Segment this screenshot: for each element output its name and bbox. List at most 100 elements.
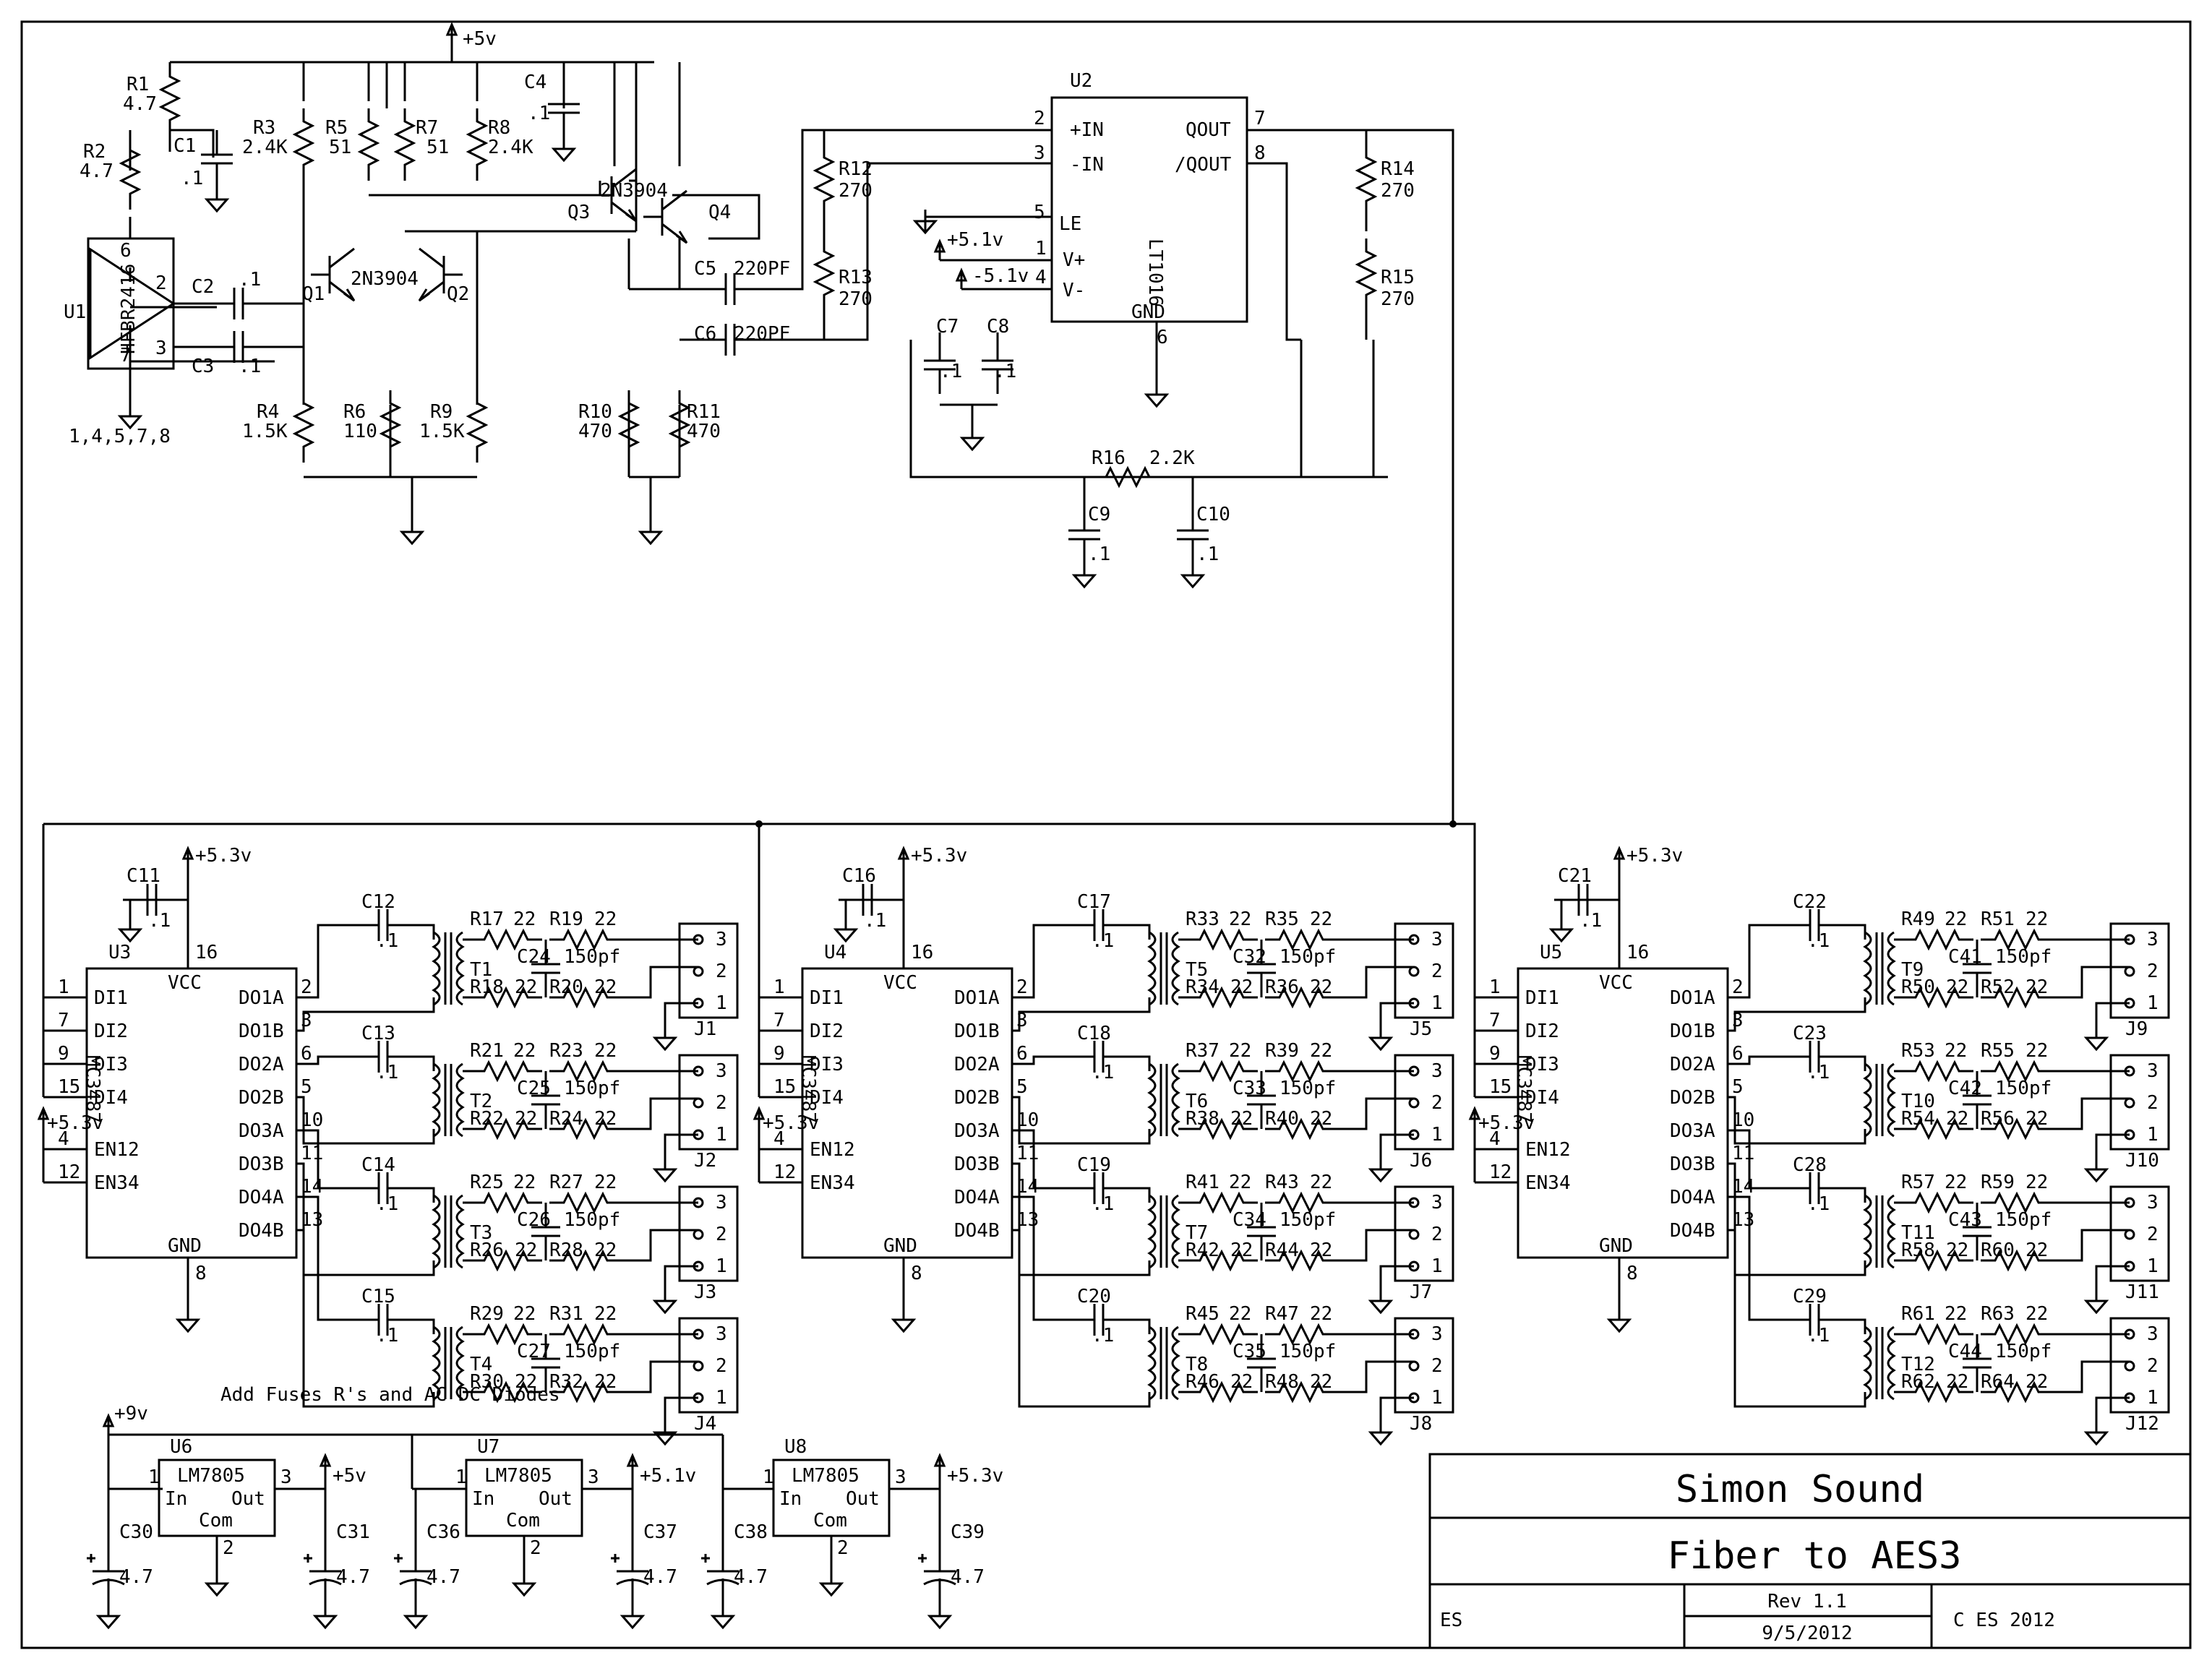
resistor-ref: R63 — [1981, 1303, 2015, 1325]
transformer-ref: T5 — [1186, 959, 1208, 981]
svg-text:270: 270 — [839, 180, 873, 202]
resistor-val: 22 — [2025, 1303, 2048, 1325]
jack-pin: 2 — [716, 1355, 727, 1377]
regulator-part: LM7805 — [792, 1465, 859, 1487]
pin-com: Com — [199, 1510, 233, 1532]
pin-num: 11 — [1732, 1143, 1754, 1164]
cap-val: 4.7 — [119, 1566, 153, 1588]
title-block: Simon Sound Fiber to AES3 ES Rev 1.1 9/5… — [1428, 1453, 2192, 1649]
resistor-ref: R43 — [1265, 1172, 1299, 1193]
cap-ref: C26 — [517, 1209, 551, 1231]
resistor-val: 22 — [1310, 1108, 1332, 1130]
input-stage: +5v R14.7 R24.7 C1.1 C4.1 U1 6 2 3 7 HFB… — [64, 23, 790, 545]
pin-do4a: DO4A — [1670, 1187, 1715, 1208]
svg-text:270: 270 — [1381, 180, 1415, 202]
company-name: Simon Sound — [1676, 1468, 1924, 1511]
jack-pin: 1 — [716, 1255, 727, 1277]
resistor-ref: R61 — [1901, 1303, 1935, 1325]
svg-text:R2: R2 — [83, 141, 106, 163]
cap-val: .1 — [376, 930, 398, 952]
svg-text:R6: R6 — [343, 401, 366, 423]
pin-num: 6 — [1732, 1043, 1744, 1065]
cap-ref: C41 — [1948, 946, 1982, 968]
pin-gnd: GND — [1599, 1235, 1633, 1257]
svg-text:2.4K: 2.4K — [242, 137, 288, 158]
cap-val: 4.7 — [643, 1566, 677, 1588]
pin-num: 2 — [223, 1537, 234, 1559]
power-supply: +9v — [103, 1403, 773, 1490]
pin-num: 16 — [1626, 942, 1649, 963]
cap-val: .1 — [1092, 930, 1114, 952]
resistor-val: 22 — [1229, 1040, 1251, 1062]
pin-num: 9 — [58, 1043, 69, 1065]
comparator-stage: U2 +IN -IN LE V+ V- QOUT /QOUT GND LT101… — [759, 70, 1454, 824]
pin-do2a: DO2A — [1670, 1054, 1715, 1075]
cap-val: .1 — [1807, 1193, 1830, 1215]
resistor-ref: R51 — [1981, 908, 2015, 930]
pin-num: 15 — [1489, 1076, 1512, 1098]
resistor-ref: R28 — [549, 1240, 583, 1261]
cap-val: .1 — [1579, 910, 1602, 932]
cap-ref: C19 — [1077, 1154, 1111, 1176]
svg-text:4.7: 4.7 — [123, 93, 157, 115]
cap-ref: C36 — [426, 1521, 460, 1543]
cap-ref: C23 — [1793, 1023, 1827, 1044]
cap-ref: C18 — [1077, 1023, 1111, 1044]
resistor-ref: R56 — [1981, 1108, 2015, 1130]
svg-text:2: 2 — [1034, 108, 1045, 129]
svg-text:Q4: Q4 — [708, 202, 731, 223]
transformer-ref: T12 — [1901, 1354, 1935, 1375]
resistor-ref: R17 — [470, 908, 504, 930]
svg-text:-IN: -IN — [1070, 154, 1104, 176]
jack-ref: J2 — [694, 1150, 716, 1172]
svg-text:6: 6 — [120, 240, 132, 262]
pin-num: 4 — [1489, 1128, 1501, 1150]
resistor-val: 22 — [1310, 1371, 1332, 1393]
cap-val: .1 — [1092, 1193, 1114, 1215]
cap-val: 150pf — [1995, 1209, 2052, 1231]
resistor-val: 22 — [513, 1303, 536, 1325]
jack-pin: 3 — [2147, 1060, 2159, 1082]
cap-ref: C22 — [1793, 891, 1827, 913]
jack-pin: 3 — [716, 1192, 727, 1213]
resistor-val: 22 — [594, 1240, 617, 1261]
cap-ref: C16 — [842, 865, 876, 887]
resistor-val: 22 — [2025, 976, 2048, 998]
svg-text:3: 3 — [1034, 142, 1045, 164]
cap-val: .1 — [864, 910, 886, 932]
rail-label: +5.3v — [763, 1112, 819, 1134]
driver-ic-body — [1517, 967, 1729, 1259]
resistor-ref: R46 — [1186, 1371, 1219, 1393]
svg-text:U2: U2 — [1070, 70, 1092, 92]
resistor-val: 22 — [1230, 1371, 1253, 1393]
svg-text:+IN: +IN — [1070, 119, 1104, 141]
jack-pin: 2 — [716, 1092, 727, 1114]
drawing-title: Fiber to AES3 — [1668, 1534, 1962, 1578]
pin-do1a: DO1A — [954, 987, 1000, 1009]
svg-text:R9: R9 — [430, 401, 453, 423]
cap-val: .1 — [376, 1325, 398, 1346]
pin-num: 12 — [773, 1161, 796, 1183]
svg-text:3: 3 — [155, 338, 167, 359]
svg-text:220PF: 220PF — [734, 323, 790, 345]
jack-ref: J9 — [2125, 1018, 2148, 1040]
pin-do2a: DO2A — [239, 1054, 284, 1075]
cap-ref: C25 — [517, 1078, 551, 1099]
svg-text:+5.1v: +5.1v — [947, 229, 1003, 251]
svg-text:R13: R13 — [839, 267, 873, 288]
cap-val: 150pf — [1279, 1078, 1336, 1099]
cap-val: 4.7 — [426, 1566, 460, 1588]
svg-text:V+: V+ — [1063, 249, 1085, 271]
pin-di3: DI3 — [94, 1054, 128, 1075]
jack-pin: 1 — [2147, 992, 2159, 1014]
resistor-ref: R64 — [1981, 1371, 2015, 1393]
cap-val: 150pf — [1995, 1078, 2052, 1099]
resistor-ref: R31 — [549, 1303, 583, 1325]
cap-ref: C32 — [1233, 946, 1266, 968]
cap-val: 150pf — [564, 1209, 620, 1231]
jack-pin: 3 — [1431, 1323, 1443, 1345]
